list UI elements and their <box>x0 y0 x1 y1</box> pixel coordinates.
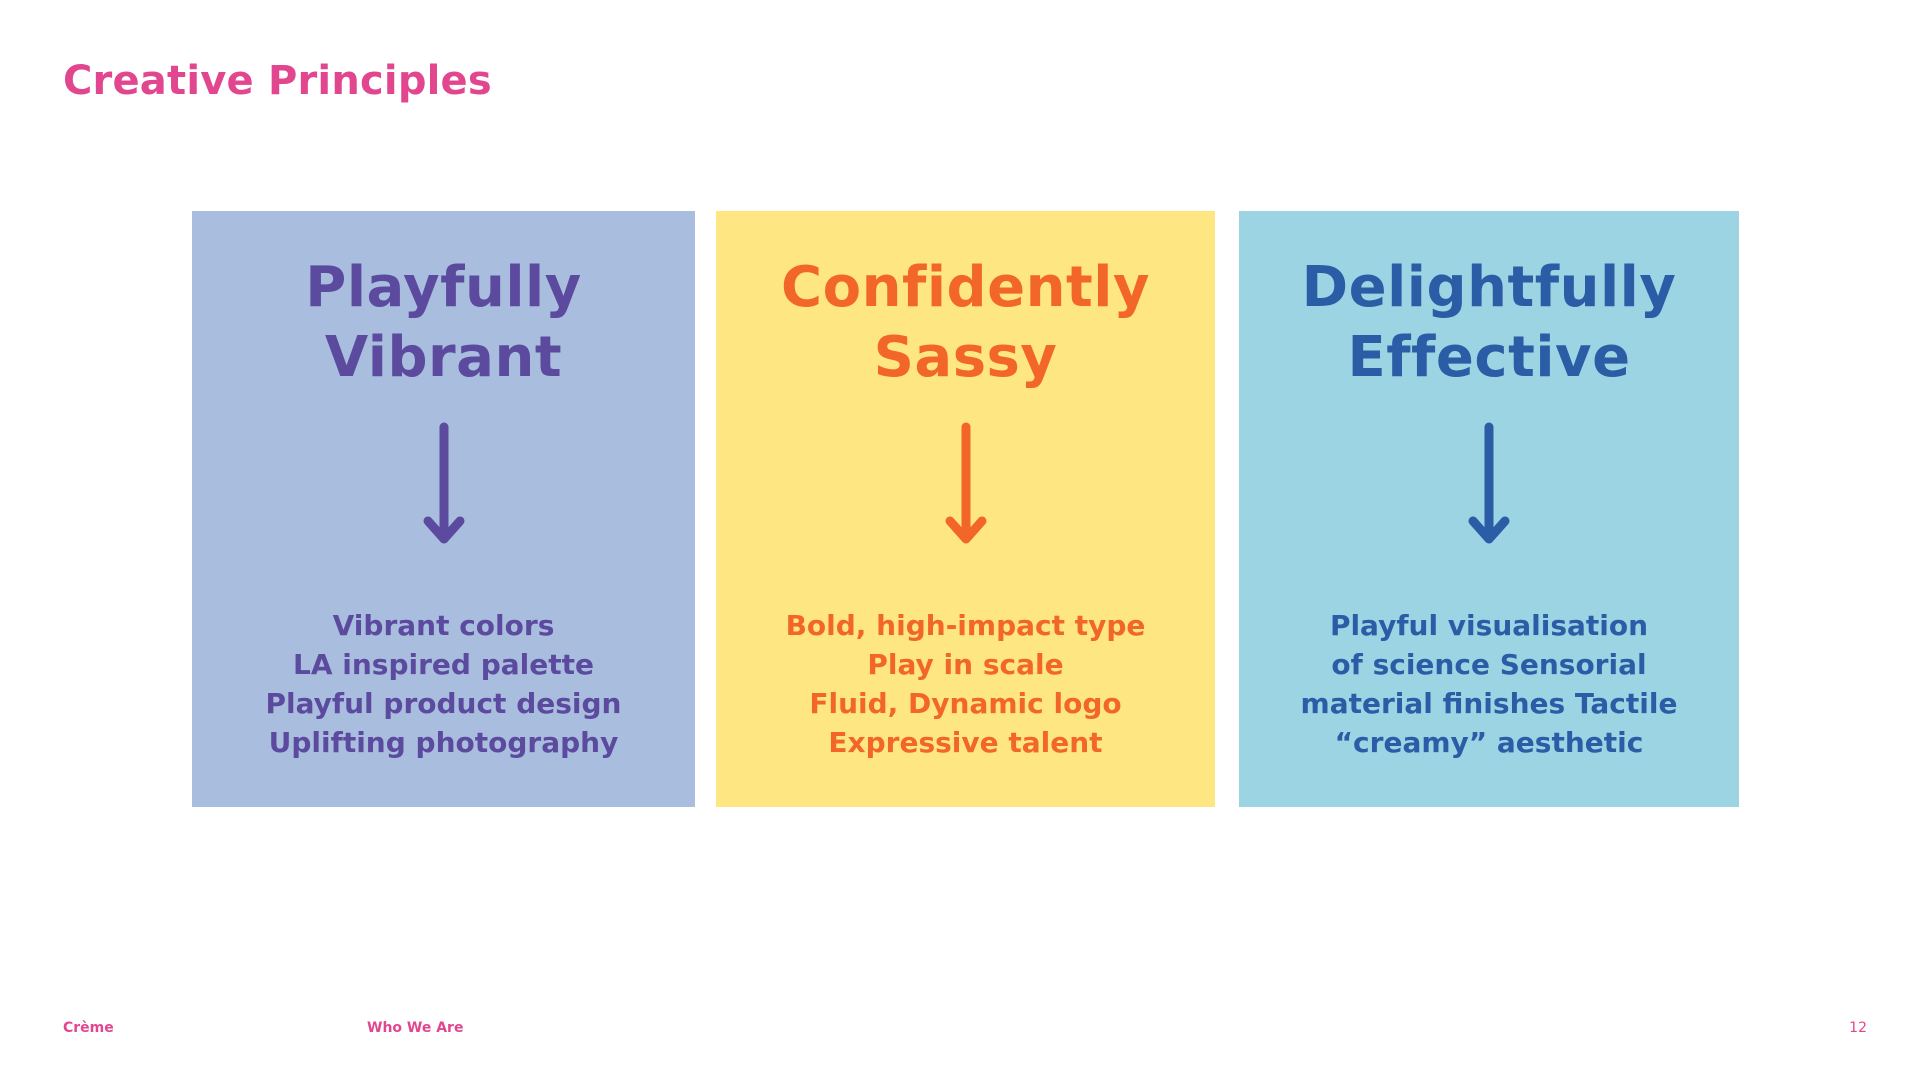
card-body: Bold, high-impact type Play in scale Flu… <box>785 609 1146 759</box>
arrow-down-icon <box>945 422 986 544</box>
arrow-down-icon <box>1468 422 1510 544</box>
card-body: Playful visualisation of science Sensori… <box>1300 609 1678 759</box>
card-heading: Confidently Sassy <box>781 255 1150 390</box>
card-body: Vibrant colors LA inspired palette Playf… <box>265 609 622 759</box>
arrow-down-icon <box>423 422 464 544</box>
card-heading: Playfully Vibrant <box>305 255 582 390</box>
principle-card-delightfully-effective: Delightfully Effective Playful visualisa… <box>1239 211 1739 807</box>
page-title: Creative Principles <box>63 58 492 104</box>
card-heading: Delightfully Effective <box>1301 255 1677 390</box>
principle-card-playfully-vibrant: Playfully Vibrant Vibrant colors LA insp… <box>192 211 695 807</box>
footer-brand: Crème <box>63 1020 114 1036</box>
principle-card-confidently-sassy: Confidently Sassy Bold, high-impact type… <box>716 211 1215 807</box>
page-number: 12 <box>1849 1020 1867 1036</box>
footer-section-label: Who We Are <box>367 1020 464 1036</box>
